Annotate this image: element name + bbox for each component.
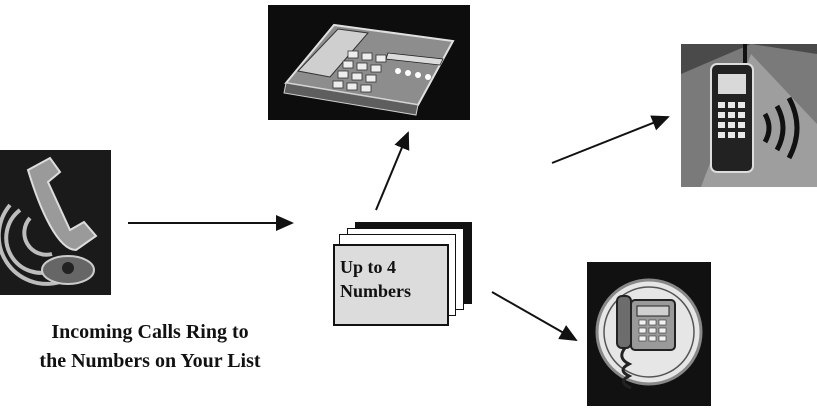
- arrow-to-mobile: [551, 115, 670, 164]
- caption-line-2: the Numbers on Your List: [39, 350, 261, 372]
- numbers-card-stack: Up to 4 Numbers: [329, 222, 473, 328]
- numbers-label: Up to 4 Numbers: [340, 255, 440, 303]
- caption-line-1: Incoming Calls Ring to: [51, 321, 249, 343]
- caption: Incoming Calls Ring to the Numbers on Yo…: [0, 318, 300, 376]
- mobile-phone-icon: [681, 44, 817, 187]
- numbers-label-line-2: Numbers: [340, 281, 411, 301]
- card-front: Up to 4 Numbers: [333, 244, 449, 326]
- desk-phone-icon: [268, 5, 470, 120]
- arrow-numbers-to-cordless: [491, 291, 578, 341]
- cordless-phone-icon: [587, 262, 711, 406]
- incoming-call-phone-icon: [0, 150, 111, 295]
- arrow-numbers-to-desk-phone: [375, 131, 410, 211]
- numbers-label-line-1: Up to 4: [340, 257, 397, 277]
